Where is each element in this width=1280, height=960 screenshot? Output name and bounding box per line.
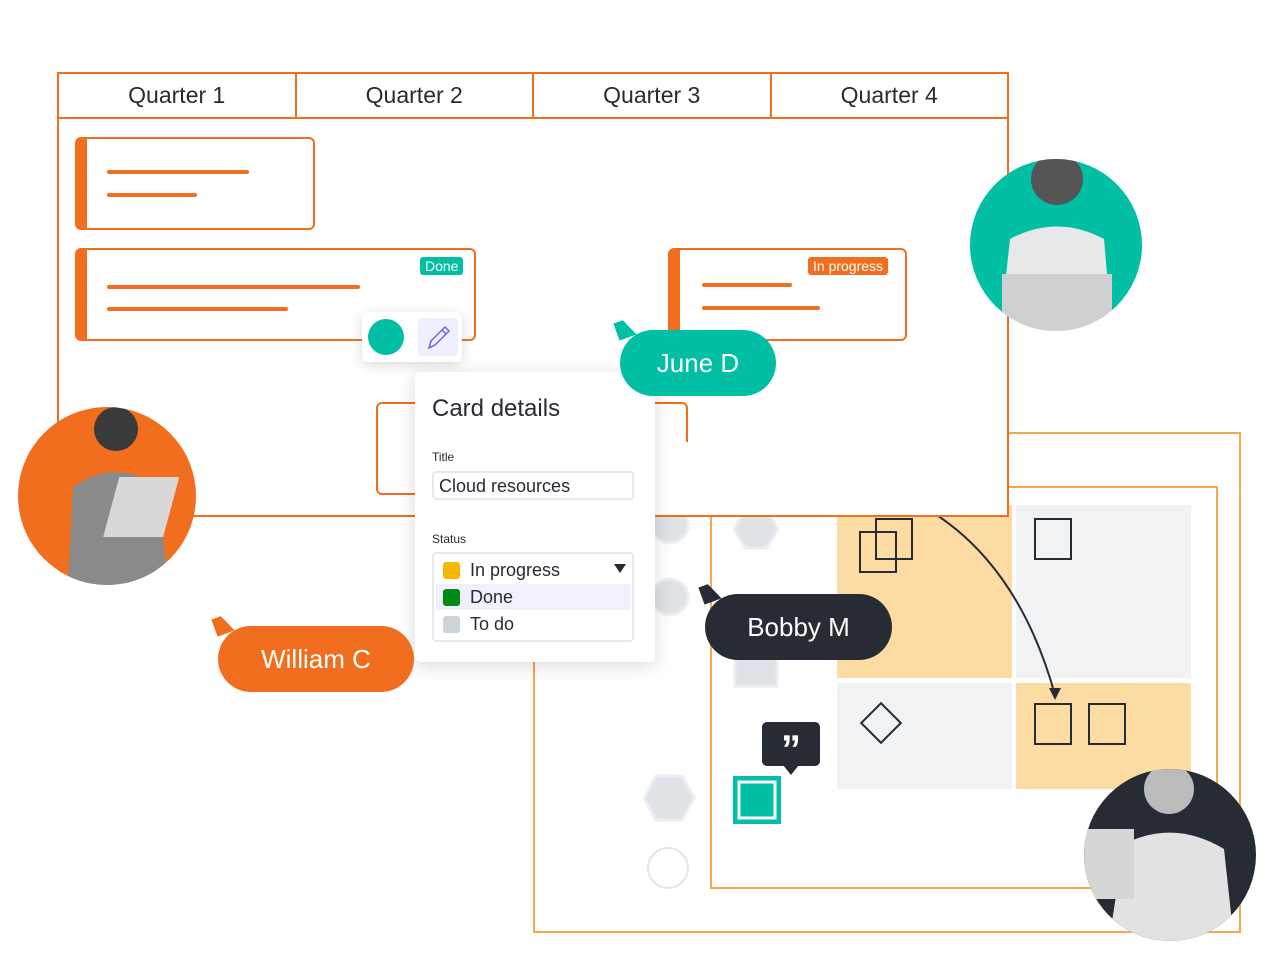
column-quarter-4: Quarter 4 — [840, 82, 938, 108]
status-option-in-progress[interactable]: In progress — [436, 557, 630, 583]
quarter-header: Quarter 1 Quarter 2 Quarter 3 Quarter 4 — [57, 72, 1009, 119]
title-input[interactable]: Cloud resources — [432, 471, 634, 500]
square-shape[interactable] — [875, 518, 913, 560]
edit-button[interactable] — [418, 318, 458, 356]
square-shape[interactable] — [1088, 703, 1126, 745]
status-option-to-do[interactable]: To do — [436, 611, 630, 637]
avatar-bobby — [1084, 769, 1256, 941]
avatar-june — [970, 159, 1142, 331]
status-label: Status — [432, 532, 467, 546]
comment-pointer — [783, 765, 799, 775]
title-label: Title — [432, 450, 455, 464]
roadmap-card[interactable] — [75, 137, 315, 230]
chevron-down-icon[interactable] — [614, 564, 626, 573]
status-badge: Done — [420, 257, 464, 275]
collaborator-tag-june: June D — [620, 330, 776, 396]
color-picker-button[interactable] — [368, 319, 404, 355]
roadmap-card[interactable] — [650, 402, 688, 442]
status-option-done[interactable]: Done — [436, 584, 630, 610]
square-shape[interactable] — [859, 531, 897, 573]
roadmap-card-in-progress[interactable]: In progress — [668, 248, 907, 341]
column-quarter-2: Quarter 2 — [297, 74, 534, 117]
status-badge: In progress — [808, 257, 889, 275]
avatar-william — [18, 407, 196, 585]
status-select[interactable]: In progress Done To do — [432, 552, 634, 642]
shape-palette — [642, 505, 781, 889]
pencil-icon — [427, 325, 451, 350]
card-toolbar — [362, 312, 462, 362]
column-quarter-3: Quarter 3 — [534, 74, 772, 117]
grid-cell — [1016, 505, 1191, 678]
comment-icon[interactable]: ” — [762, 722, 820, 772]
square-shape[interactable] — [1034, 703, 1072, 745]
column-quarter-1: Quarter 1 — [59, 74, 297, 117]
collaborator-tag-william: William C — [218, 626, 414, 692]
card-details-panel: Card details Title Cloud resources Statu… — [415, 372, 655, 662]
grid-cell — [837, 683, 1012, 789]
collaborator-tag-bobby: Bobby M — [705, 594, 892, 660]
square-shape[interactable] — [1034, 518, 1072, 560]
panel-heading: Card details — [432, 395, 561, 422]
